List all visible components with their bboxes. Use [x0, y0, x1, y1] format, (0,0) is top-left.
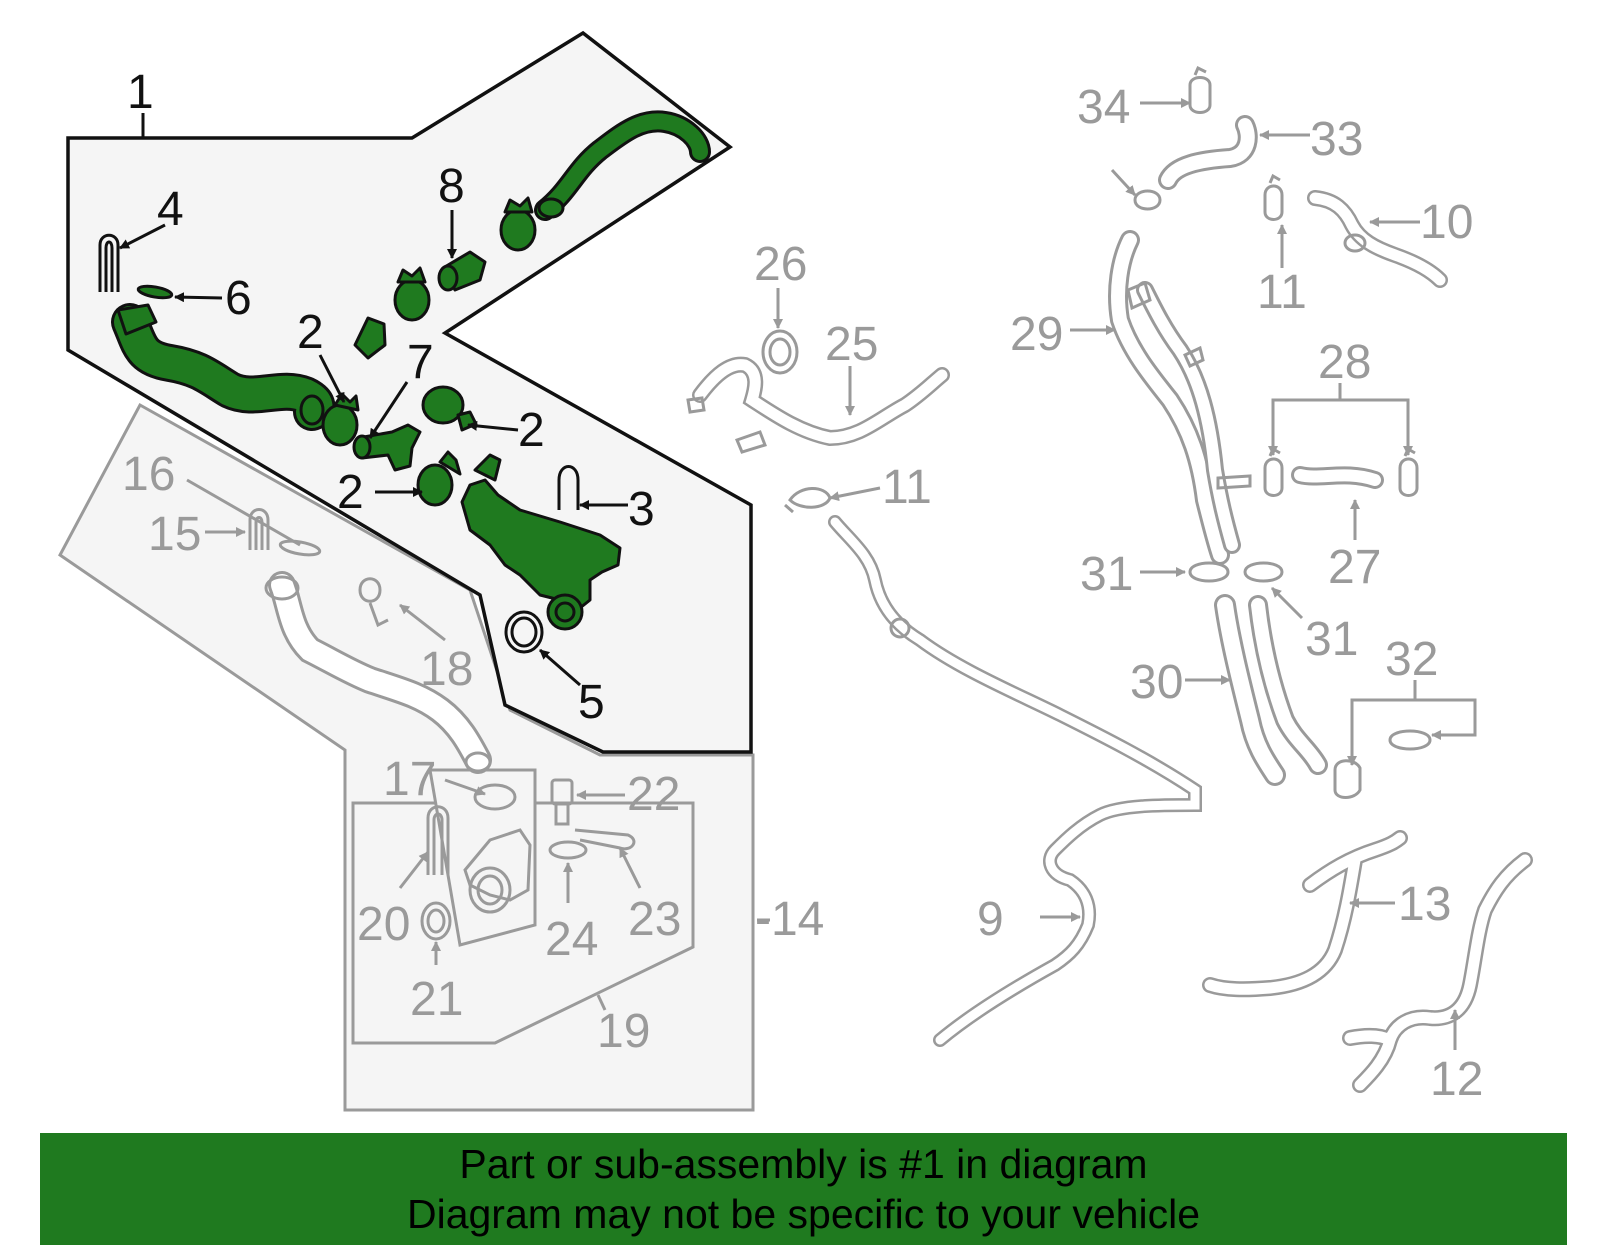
callout-17: 17 [383, 753, 436, 806]
callout-33: 33 [1310, 113, 1363, 166]
sensor-22 [550, 778, 574, 826]
seal-5 [504, 610, 544, 654]
callout-1: 1 [127, 66, 154, 119]
callout-18: 18 [420, 643, 473, 696]
connector-8 [437, 250, 487, 292]
callout-27: 27 [1328, 541, 1381, 594]
callout-11b: 11 [1257, 266, 1307, 319]
assembly-1-small-parts [98, 233, 580, 654]
callout-14: -14 [755, 893, 824, 946]
callout-29: 29 [1010, 308, 1063, 361]
hose-10 [1307, 190, 1448, 288]
clip-3 [557, 465, 580, 510]
callout-23: 23 [628, 893, 681, 946]
clamp-31b [1243, 561, 1284, 583]
hose-30 [1214, 594, 1328, 786]
banner-line-2: Diagram may not be specific to your vehi… [406, 1191, 1200, 1237]
hose-27 [1291, 466, 1384, 489]
callout-4: 4 [157, 183, 184, 236]
clamp-28a [1263, 446, 1284, 497]
callout-31a: 31 [1080, 548, 1133, 601]
upper-hose [534, 110, 711, 221]
clip-20 [426, 805, 450, 875]
clamp-mid [393, 266, 431, 322]
callout-3: 3 [628, 483, 655, 536]
elbow-fitting [463, 828, 532, 914]
callout-30: 30 [1130, 656, 1183, 709]
callout-19: 19 [597, 1005, 650, 1058]
callout-7: 7 [407, 336, 434, 389]
callout-20: 20 [357, 898, 410, 951]
callout-26: 26 [754, 238, 807, 291]
callout-5: 5 [578, 676, 605, 729]
seal-26 [761, 329, 799, 375]
callout-34: 34 [1077, 81, 1130, 134]
housing-3 [460, 453, 622, 631]
hose-14 [264, 571, 492, 774]
callout-6: 6 [225, 272, 252, 325]
pipe-25 [686, 356, 950, 454]
callout-32: 32 [1385, 633, 1438, 686]
clamp-32a [1333, 759, 1362, 799]
hose-stub [353, 316, 387, 360]
callout-10: 10 [1420, 196, 1473, 249]
clamp-upper [499, 196, 537, 252]
clamp-32b [1388, 729, 1432, 751]
info-banner: Part or sub-assembly is #1 in diagram Di… [40, 1133, 1567, 1245]
clamp-34 [1188, 65, 1212, 114]
clamp-28b [1398, 446, 1419, 497]
clip-4 [98, 233, 120, 292]
callout-25: 25 [825, 318, 878, 371]
callout-8: 8 [438, 160, 465, 213]
seal-24 [548, 840, 588, 860]
clamp-11b [1263, 173, 1284, 221]
assembly-14-parts [248, 508, 636, 941]
hose-33 [1158, 115, 1258, 190]
clamp-2c [416, 450, 462, 507]
clamp-33b [1133, 189, 1162, 211]
callout-16: 16 [122, 448, 175, 501]
bracket-18 [358, 577, 389, 628]
callout-2c: 2 [337, 466, 364, 519]
banner-line-1: Part or sub-assembly is #1 in diagram [459, 1141, 1148, 1187]
callout-24: 24 [545, 913, 598, 966]
o-ring-16 [278, 539, 322, 557]
leader-lines-active [119, 113, 628, 687]
callout-21: 21 [410, 973, 463, 1026]
callout-labels: 1 4 6 8 2 7 2 2 3 5 16 15 18 17 22 20 24… [122, 66, 1483, 1106]
clamp-11a [784, 487, 832, 514]
callout-2b: 2 [518, 404, 545, 457]
callout-31b: 31 [1305, 613, 1358, 666]
callout-22: 22 [627, 768, 680, 821]
callout-28: 28 [1318, 336, 1371, 389]
callout-12: 12 [1430, 1053, 1483, 1106]
leader-lines-inactive [186, 98, 1477, 1050]
callout-9: 9 [977, 893, 1004, 946]
o-ring-6 [136, 284, 174, 300]
seal-21 [420, 901, 452, 941]
main-lower-hose [111, 303, 336, 431]
clamp-31a [1188, 561, 1230, 583]
clamp-17 [473, 783, 517, 811]
highlighted-assembly-parts [111, 110, 711, 631]
callout-11a: 11 [882, 461, 932, 514]
callout-13: 13 [1398, 878, 1451, 931]
pipe-13 [1202, 830, 1408, 998]
pipe-12 [1342, 852, 1533, 1093]
pipe-29 [1108, 230, 1252, 565]
callout-2a: 2 [297, 306, 324, 359]
pipe-9 [828, 515, 1202, 1047]
callout-15: 15 [148, 508, 201, 561]
